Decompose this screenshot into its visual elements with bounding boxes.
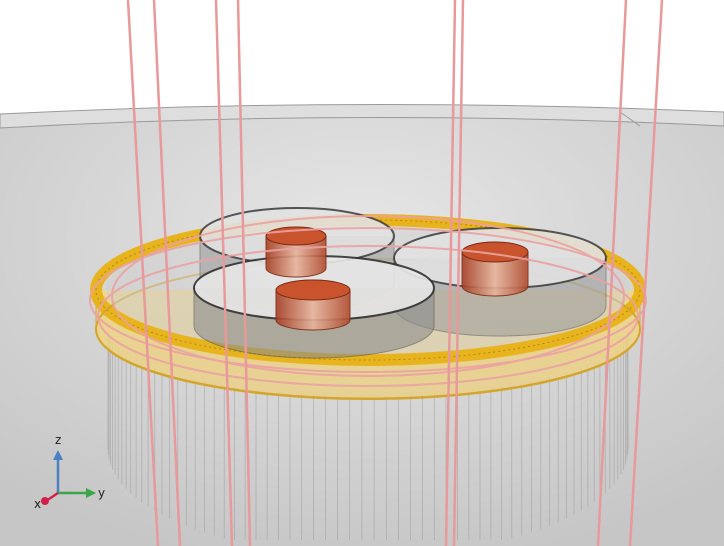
conductor-top xyxy=(265,226,327,278)
y-axis-arrowhead xyxy=(86,488,96,498)
wire-line xyxy=(628,0,664,546)
wire-line xyxy=(126,0,160,546)
z-axis-label: z xyxy=(55,433,62,447)
wire-line xyxy=(444,0,457,546)
x-axis-dot xyxy=(41,497,49,505)
axis-triad-graphic xyxy=(41,450,96,505)
z-axis-arrowhead xyxy=(53,450,63,460)
axis-triad: z y x xyxy=(28,432,118,512)
helper-rings xyxy=(89,215,647,387)
x-axis-label: x xyxy=(34,497,42,511)
wire-line xyxy=(596,0,628,546)
wire-line xyxy=(214,0,234,546)
wire-line xyxy=(452,0,465,546)
wire-line xyxy=(236,0,252,546)
conductor-bottom xyxy=(275,279,351,331)
conductor-right xyxy=(461,241,529,297)
wire-lines xyxy=(126,0,664,546)
wire-line xyxy=(152,0,182,546)
fiber-bundle xyxy=(107,330,629,540)
y-axis-label: y xyxy=(98,486,106,500)
